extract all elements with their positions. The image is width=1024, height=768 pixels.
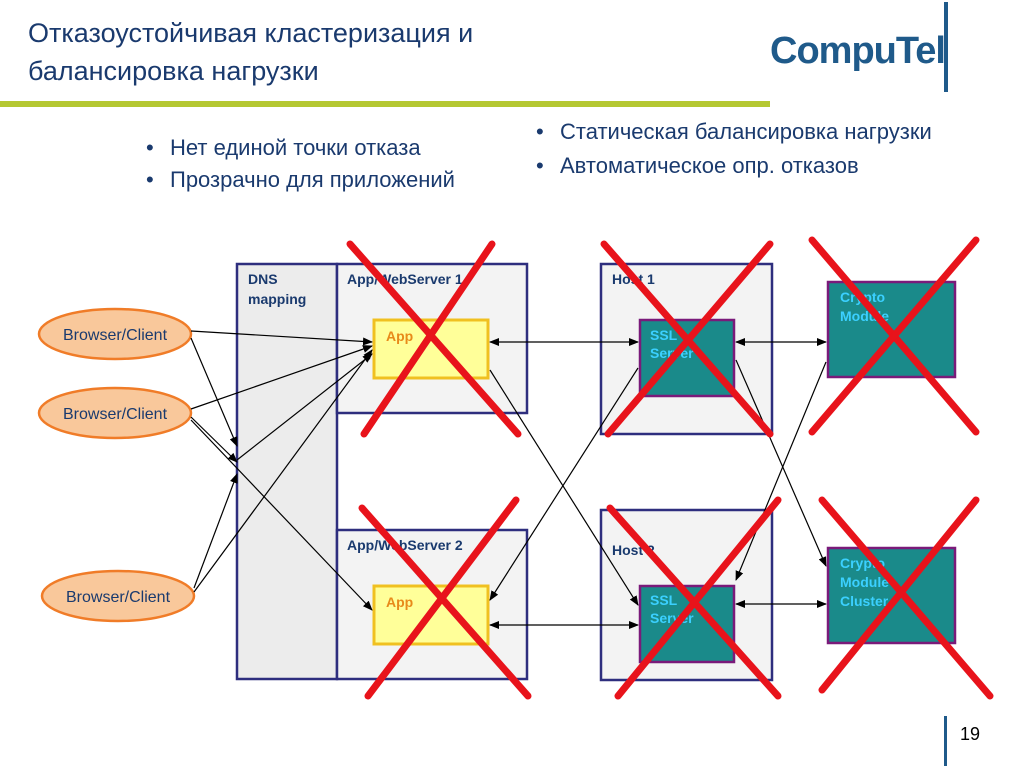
page-number-divider [944,716,947,766]
bullet-item: Нет единой точки отказа [142,134,542,162]
logo-divider [944,2,948,92]
dns-mapping-box [235,262,339,681]
computel-logo: CompuTel [770,30,946,72]
bullet-list-right: Статическая балансировка нагрузки Автома… [532,118,972,186]
bullet-item: Статическая балансировка нагрузки [532,118,972,146]
ssl-server-2-label: SSL [650,592,678,608]
crypto-module-1-box [826,280,957,379]
bullet-item: Автоматическое опр. отказов [532,152,972,180]
failure-cross-marks [346,236,994,700]
browser-client-1 [37,307,193,361]
webserver-1-label: App/WebServer 1 [347,271,463,287]
bullet-item: Прозрачно для приложений [142,166,542,194]
bullet-list-left: Нет единой точки отказа Прозрачно для пр… [142,134,542,198]
dns-label: DNS [248,271,278,287]
connection-arrows [190,330,827,629]
slide-title: Отказоустойчивая кластеризация и баланси… [28,18,474,86]
page-number: 19 [960,724,981,744]
browser-client-3-label: Browser/Client [66,589,171,606]
app-1-label: App [386,328,413,344]
browser-client-3 [40,569,196,623]
title-underline [0,101,770,107]
crypto-module-2-label-3: Cluster [840,593,889,609]
browser-client-2 [37,386,193,440]
browser-client-1-label: Browser/Client [63,327,168,344]
crypto-module-2-label-2: Module [840,574,889,590]
app-2-label: App [386,594,413,610]
ssl-server-1-label: SSL [650,327,678,343]
dns-label-2: mapping [248,291,306,307]
webserver-2-label: App/WebServer 2 [347,537,463,553]
browser-client-2-label: Browser/Client [63,406,168,423]
